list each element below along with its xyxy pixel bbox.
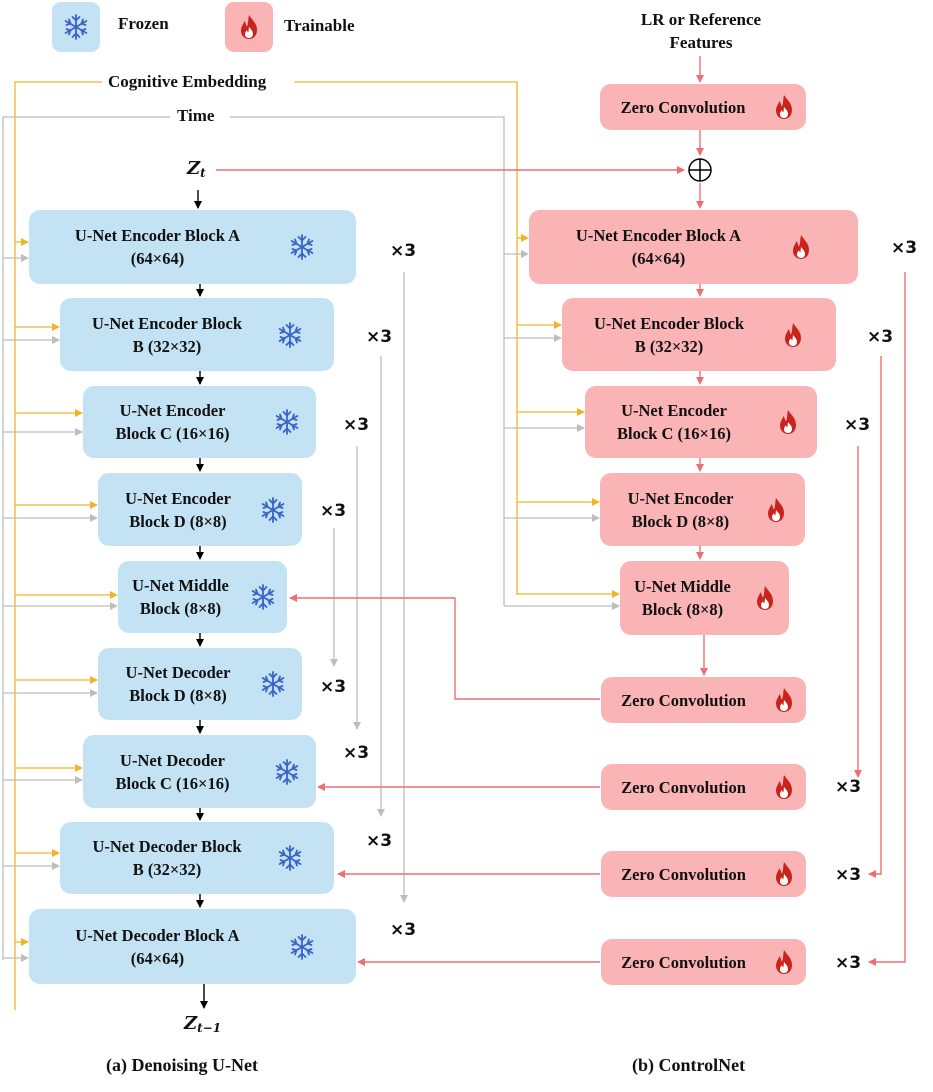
zero-convolution-input: Zero Convolution (600, 84, 806, 130)
flame-icon (793, 235, 809, 259)
flame-icon (241, 15, 257, 39)
controlnet-encoder-block-b: U-Net Encoder Block B (32×32) (562, 298, 836, 371)
flame-icon (776, 862, 792, 886)
time-lines (2, 116, 620, 962)
cognitive-embedding-lines (14, 81, 620, 1010)
flame-icon (776, 950, 792, 974)
sum-node (688, 158, 712, 182)
unet-decoder-block-c: U-Net Decoder Block C (16×16) (83, 735, 316, 808)
z-t-label: Zt (187, 158, 206, 180)
repeat-label: ×3 (343, 743, 370, 763)
snowflake-icon (275, 758, 299, 785)
unet-middle-block: U-Net Middle Block (8×8) (118, 561, 287, 633)
unet-encoder-block-c: U-Net Encoder Block C (16×16) (83, 386, 316, 458)
zero-convolution-b: Zero Convolution (601, 851, 806, 897)
snowflake-icon (64, 14, 88, 40)
repeat-label: ×3 (844, 415, 871, 435)
repeat-label: ×3 (343, 415, 370, 435)
z-t-minus-1-label: Zt−1 (184, 1013, 222, 1035)
snowflake-icon (290, 234, 314, 260)
legend-trainable-label: Trainable (284, 16, 355, 35)
unet-decoder-block-a: U-Net Decoder Block A (64×64) (29, 909, 356, 984)
lr-features-label: LR or Reference Features (640, 10, 762, 52)
controlnet-path (216, 56, 906, 966)
snowflake-icon (278, 845, 302, 871)
repeat-label: ×3 (867, 327, 894, 347)
flame-icon (768, 497, 784, 522)
repeat-label: ×3 (891, 238, 918, 258)
controlnet-encoder-block-a: U-Net Encoder Block A (64×64) (529, 210, 858, 284)
snowflake-icon (261, 671, 285, 697)
unet-encoder-block-d: U-Net Encoder Block D (8×8) (98, 473, 302, 546)
flame-icon (776, 95, 792, 119)
unet-encoder-block-a: U-Net Encoder Block A (64×64) (29, 210, 356, 284)
repeat-label: ×3 (835, 777, 862, 797)
snowflake-icon (251, 584, 275, 610)
flame-icon (780, 410, 796, 434)
controlnet-encoder-block-c: U-Net Encoder Block C (16×16) (585, 386, 817, 458)
repeat-label: ×3 (320, 677, 347, 697)
repeat-label: ×3 (835, 865, 862, 885)
repeat-label: ×3 (835, 953, 862, 973)
flame-icon (776, 688, 792, 712)
zero-convolution-middle: Zero Convolution (601, 677, 806, 723)
unet-main-path (194, 190, 208, 1009)
unet-decoder-block-d: U-Net Decoder Block D (8×8) (98, 648, 302, 720)
repeat-label: ×3 (320, 501, 347, 521)
snowflake-icon (278, 321, 302, 348)
unet-encoder-block-b: U-Net Encoder Block B (32×32) (60, 298, 334, 371)
snowflake-icon (275, 409, 299, 435)
snowflake-icon (261, 496, 285, 523)
controlnet-caption: (b) ControlNet (632, 1055, 746, 1075)
time-label: Time (177, 106, 215, 125)
cognitive-embedding-label: Cognitive Embedding (108, 72, 267, 91)
controlnet-encoder-block-d: U-Net Encoder Block D (8×8) (600, 473, 805, 546)
flame-icon (776, 775, 792, 799)
flame-icon (757, 586, 773, 610)
unet-decoder-block-b: U-Net Decoder Block B (32×32) (60, 822, 334, 894)
legend-frozen-label: Frozen (118, 14, 169, 33)
controlnet-middle-block: U-Net Middle Block (8×8) (620, 561, 789, 635)
flame-icon (785, 322, 801, 347)
repeat-label: ×3 (366, 831, 393, 851)
repeat-label: ×3 (390, 241, 417, 261)
repeat-label: ×3 (390, 920, 417, 940)
zero-convolution-c: Zero Convolution (601, 764, 806, 810)
snowflake-icon (290, 933, 314, 960)
unet-caption: (a) Denoising U-Net (106, 1055, 258, 1075)
skip-connections (330, 272, 408, 903)
repeat-label: ×3 (366, 327, 393, 347)
zero-convolution-a: Zero Convolution (601, 939, 806, 985)
